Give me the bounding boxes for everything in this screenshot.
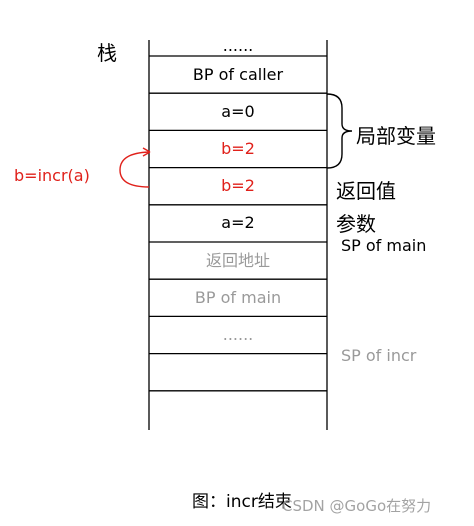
stack-outline bbox=[148, 40, 328, 430]
stack-cell: ...... bbox=[222, 36, 254, 55]
stack-cell: ...... bbox=[222, 325, 254, 344]
watermark: CSDN @GoGo在努力 bbox=[282, 497, 432, 515]
stack-cell: BP of caller bbox=[192, 64, 284, 84]
sp-incr-label: SP of incr bbox=[341, 346, 417, 365]
stack-cell: 返回地址 bbox=[205, 250, 270, 270]
return-value-label: 返回值 bbox=[336, 179, 396, 203]
stack-row-dividers bbox=[149, 55, 327, 392]
stack-title: 栈 bbox=[97, 41, 117, 65]
params-label: 参数 bbox=[336, 212, 376, 236]
stack-cell: b=2 bbox=[221, 139, 255, 158]
figure-caption: 图：incr结束 bbox=[192, 492, 292, 512]
stack-cell: a=0 bbox=[221, 101, 255, 121]
sp-main-label: SP of main bbox=[341, 236, 427, 255]
call-expression-label: b=incr(a) bbox=[14, 166, 90, 185]
stack-cell: BP of main bbox=[194, 287, 282, 307]
stack-cell: b=2 bbox=[221, 176, 255, 196]
local-vars-label: 局部变量 bbox=[356, 124, 436, 148]
stack-cell: a=2 bbox=[221, 213, 255, 233]
call-return-arrow bbox=[119, 151, 150, 188]
local-vars-brace bbox=[326, 93, 353, 169]
arrowhead-icon bbox=[142, 147, 151, 157]
